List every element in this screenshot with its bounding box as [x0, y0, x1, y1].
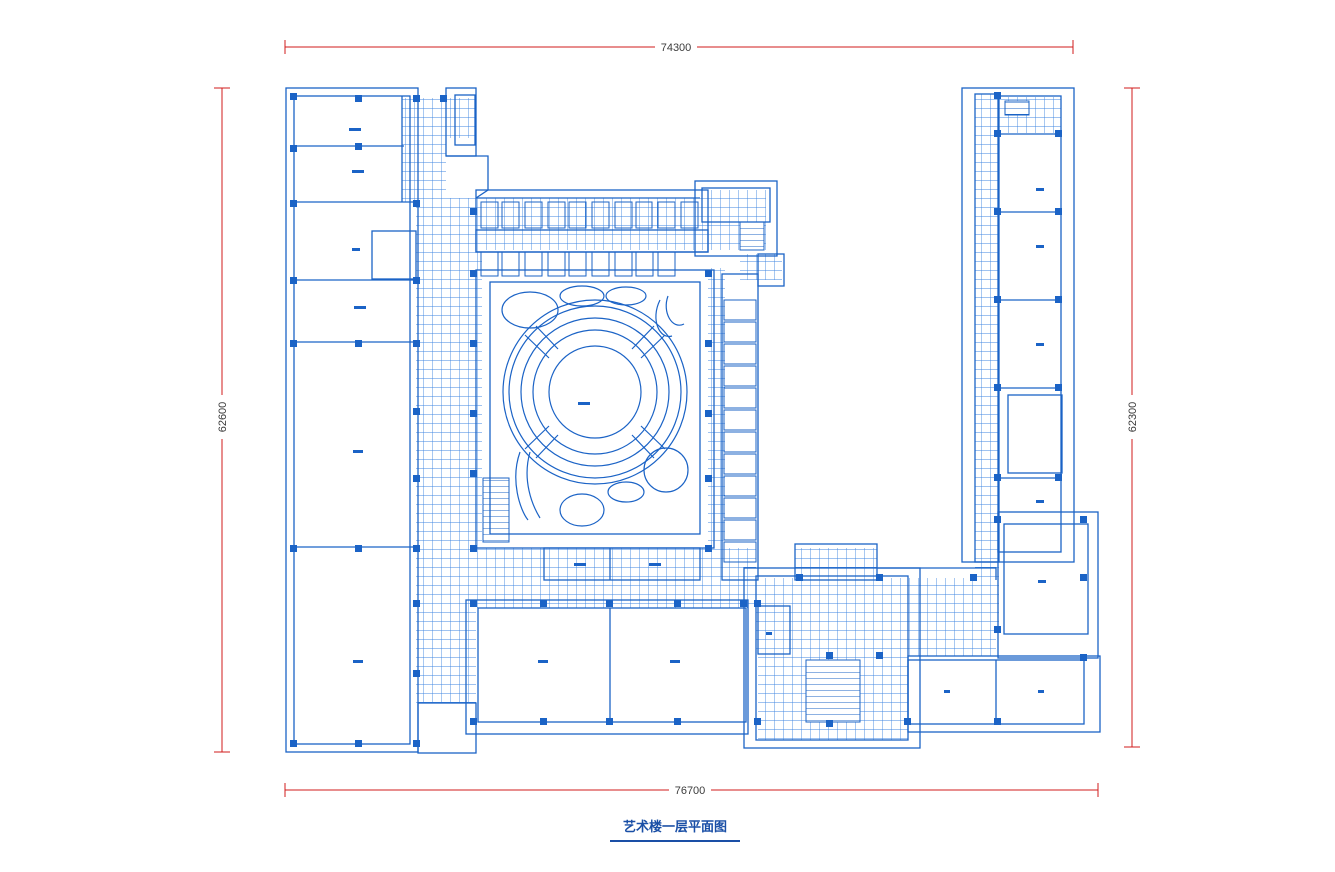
dimension-top-width: 74300 [661, 42, 692, 54]
courtyard-amphitheatre [501, 285, 689, 527]
dimension-left-height: 62600 [217, 402, 229, 433]
drawing-title-block: 艺术楼一层平面图 [560, 816, 790, 842]
staircases [482, 100, 1030, 723]
dimension-bottom-width: 76700 [675, 785, 706, 797]
drawing-title: 艺术楼一层平面图 [622, 820, 727, 835]
toilet-stalls [480, 201, 699, 277]
room-label-marks [349, 128, 1046, 693]
building-walls [285, 87, 1101, 754]
dimension-right-height: 62300 [1127, 402, 1139, 433]
practice-rooms [723, 299, 757, 563]
title-underline [610, 840, 740, 842]
structural-columns [290, 92, 1087, 747]
